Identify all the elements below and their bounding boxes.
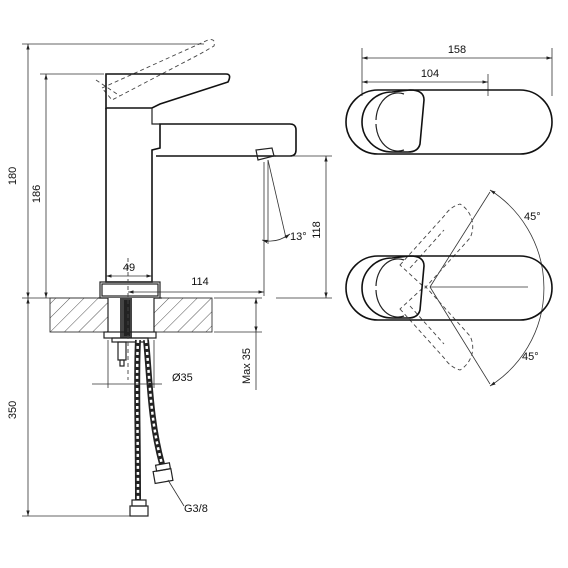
- side-view: 180 186 118 49 114 13° Ø35: [7, 39, 332, 517]
- lever-rotated-up: [399, 203, 474, 289]
- dim-114: 114: [191, 276, 209, 288]
- top-body-oval: [345, 89, 553, 155]
- angle-13: 13°: [290, 231, 307, 243]
- rotation-view: 45° 45°: [345, 189, 553, 387]
- dim-118: 118: [311, 221, 323, 239]
- angle-45-down: 45°: [522, 351, 539, 363]
- aerator: [255, 147, 275, 161]
- faucet-body: [105, 108, 297, 283]
- angle-45-up: 45°: [524, 211, 541, 223]
- thread-label: G3/8: [184, 503, 208, 515]
- rotation-arc: [489, 189, 545, 387]
- lever-raised-outline: [101, 39, 215, 101]
- top-view: 158 104: [345, 44, 553, 155]
- dim-180: 180: [7, 167, 19, 185]
- dim-158: 158: [448, 44, 466, 56]
- fitting-right: [152, 467, 174, 485]
- dim-350: 350: [7, 401, 19, 419]
- rotation-body-oval: [345, 255, 553, 321]
- dim-diameter-35: Ø35: [172, 372, 193, 384]
- lever-rotated-down: [399, 285, 474, 371]
- top-lever-oval: [361, 89, 425, 153]
- dim-49: 49: [123, 262, 135, 274]
- rotation-lever-oval: [361, 255, 425, 319]
- fitting-left: [131, 499, 147, 507]
- lever-body: [105, 73, 231, 109]
- dim-186: 186: [31, 185, 43, 203]
- dim-104: 104: [421, 68, 439, 80]
- dim-max-35: Max 35: [241, 348, 253, 384]
